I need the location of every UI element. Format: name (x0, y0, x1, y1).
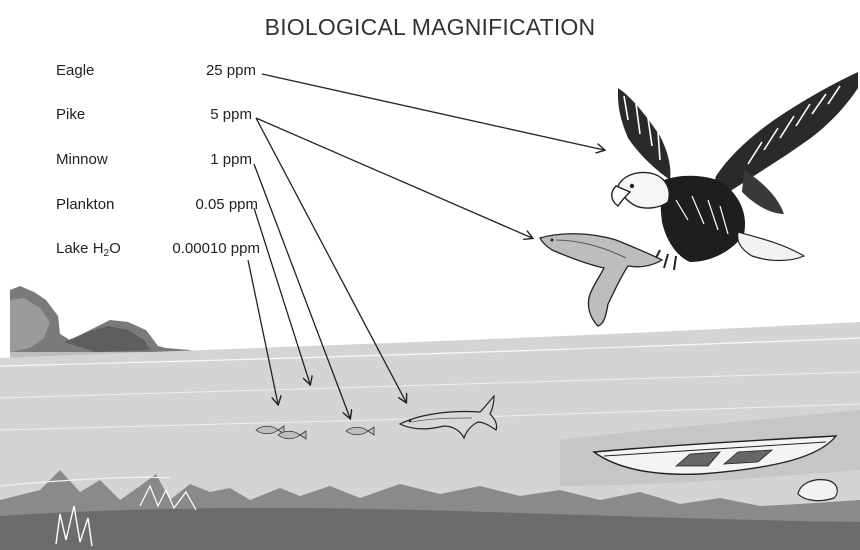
organism-label: Minnow (56, 151, 108, 168)
level-row-lake-water: Lake H2O 0.00010 ppm (0, 240, 260, 260)
level-row-eagle: Eagle 25 ppm (0, 62, 256, 82)
arrow-eagle (262, 74, 604, 150)
concentration-value: 0.05 ppm (195, 196, 258, 213)
concentration-value: 0.00010 ppm (172, 240, 260, 257)
distant-shore-trees (10, 286, 212, 360)
level-row-plankton: Plankton 0.05 ppm (0, 196, 258, 216)
organism-label: Lake H2O (56, 240, 121, 259)
concentration-value: 25 ppm (206, 62, 256, 79)
diagram-title: BIOLOGICAL MAGNIFICATION (0, 14, 860, 41)
organism-label: Pike (56, 106, 85, 123)
arrow-pike-to-eagle-pike (256, 118, 532, 238)
level-row-pike: Pike 5 ppm (0, 106, 252, 126)
concentration-value: 5 ppm (210, 106, 252, 123)
organism-label: Plankton (56, 196, 114, 213)
organism-label: Eagle (56, 62, 94, 79)
eagle-with-pike (540, 72, 858, 326)
concentration-value: 1 ppm (210, 151, 252, 168)
level-row-minnow: Minnow 1 ppm (0, 151, 252, 171)
